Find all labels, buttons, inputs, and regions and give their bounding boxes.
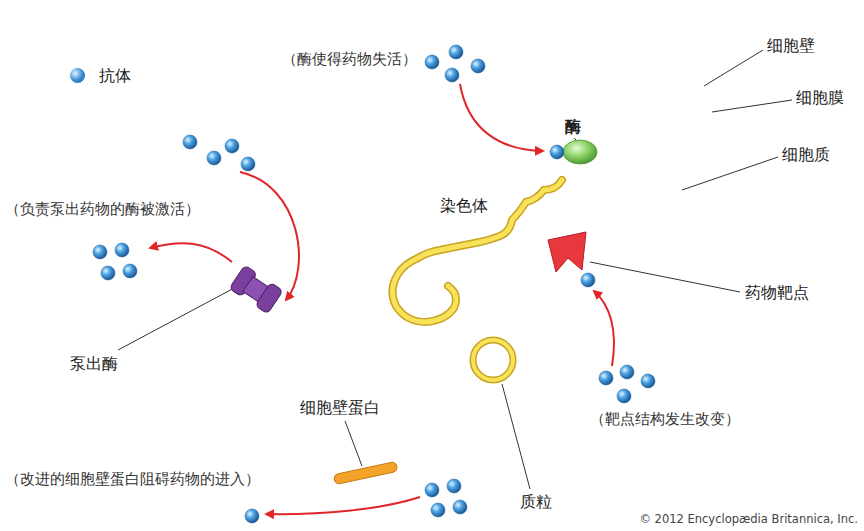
mechanism-note: （靶点结构发生改变）	[590, 410, 740, 428]
antibody-dot	[123, 264, 137, 278]
leader-line	[118, 286, 238, 350]
leader-line	[502, 384, 530, 489]
cell-layer	[210, 60, 730, 484]
antibody-dot	[581, 273, 595, 287]
arrow	[150, 243, 232, 262]
text-holder: 细胞壁蛋白	[300, 398, 380, 417]
part-label: 酶	[565, 117, 581, 136]
part-label: 细胞膜	[796, 88, 844, 107]
antibody-dot	[101, 266, 115, 280]
leader-line	[682, 157, 778, 190]
chromosome-outline	[392, 180, 562, 322]
copyright-note: © 2012 Encyclopædia Britannica, Inc.	[639, 513, 858, 527]
part-label: 细胞壁蛋白	[300, 398, 380, 417]
part-label: 细胞质	[782, 145, 830, 164]
antibody-dot	[599, 371, 613, 385]
part-label: 药物靶点	[745, 283, 809, 302]
part-label: 泵出酶	[70, 354, 118, 373]
antibody-dot	[207, 151, 221, 165]
wall-protein-band	[333, 461, 398, 484]
cell-layer	[210, 60, 730, 484]
text-holder: 染色体	[440, 196, 488, 215]
antibody-dots	[93, 45, 655, 523]
text-holder: 药物靶点	[745, 283, 809, 302]
legend-text: 抗体	[99, 66, 131, 85]
text-holder: 质粒	[520, 492, 552, 511]
antibody-dot	[425, 55, 439, 69]
text-holder: 泵出酶	[70, 354, 118, 373]
antibody-dot	[641, 374, 655, 388]
plasmid-outline	[473, 340, 513, 380]
red-arrows	[150, 84, 614, 514]
antibody-dot	[245, 509, 259, 523]
leader-line	[704, 50, 763, 86]
mechanism-note: （酶使得药物失活）	[282, 50, 417, 68]
leader-lines	[118, 50, 792, 489]
mechanism-note: （负责泵出药物的酶被激活）	[5, 200, 200, 218]
chromosome	[392, 180, 562, 322]
arrow	[240, 172, 299, 300]
antibody-dot	[93, 245, 107, 259]
mechanism-note: （改进的细胞壁蛋白阻碍药物的进入）	[5, 470, 260, 488]
antibody-dot	[183, 135, 197, 149]
drug-target	[548, 232, 586, 272]
antibody-dot	[617, 389, 631, 403]
purple-fan	[150, 125, 300, 320]
arrow	[594, 291, 614, 366]
leader-line	[590, 262, 740, 292]
legend-swatch	[70, 68, 85, 83]
antibody-dot	[471, 59, 485, 73]
text-holder: © 2012 Encyclopædia Britannica, Inc.	[639, 513, 858, 527]
part-label: 质粒	[520, 492, 552, 511]
legend-item: 抗体	[70, 66, 131, 85]
cell-body	[210, 60, 730, 484]
green-fan	[330, 20, 690, 125]
arrow	[460, 84, 543, 151]
cell-part-label: 染色体	[440, 196, 488, 215]
antibody-dot	[241, 157, 255, 171]
antibody-dot	[425, 483, 439, 497]
antibody-dot	[115, 243, 129, 257]
enzyme	[563, 140, 597, 164]
cell-layer	[210, 60, 730, 484]
antibody-dot	[550, 145, 564, 159]
pump-part	[255, 282, 283, 314]
wall-protein	[333, 461, 398, 484]
cell-layer	[210, 60, 730, 484]
antibody-dot	[449, 45, 463, 59]
text-holder: （酶使得药物失活）	[282, 50, 417, 68]
leader-line	[712, 100, 792, 112]
antibody-dot	[453, 500, 467, 514]
arrow	[266, 497, 420, 514]
antibody-dot	[431, 503, 445, 517]
text-holder: 细胞膜	[796, 88, 844, 107]
text-holder: 细胞质	[782, 145, 830, 164]
text-holder: （改进的细胞壁蛋白阻碍药物的进入）	[5, 470, 260, 488]
leader-line	[345, 421, 362, 466]
text-holder: 细胞壁	[767, 36, 815, 55]
antibody-dot	[620, 365, 634, 379]
antibody-dot	[225, 139, 239, 153]
plasmid	[473, 340, 513, 380]
cell-layer	[210, 60, 730, 484]
text-holder: （靶点结构发生改变）	[590, 410, 740, 428]
antibody-dot	[445, 68, 459, 82]
text-holder: （负责泵出药物的酶被激活）	[5, 200, 200, 218]
cell-layer	[210, 60, 730, 484]
part-label: 细胞壁	[767, 36, 815, 55]
efflux-pump	[229, 265, 283, 314]
text-holder: 酶	[565, 117, 581, 136]
antibody-dot	[447, 479, 461, 493]
